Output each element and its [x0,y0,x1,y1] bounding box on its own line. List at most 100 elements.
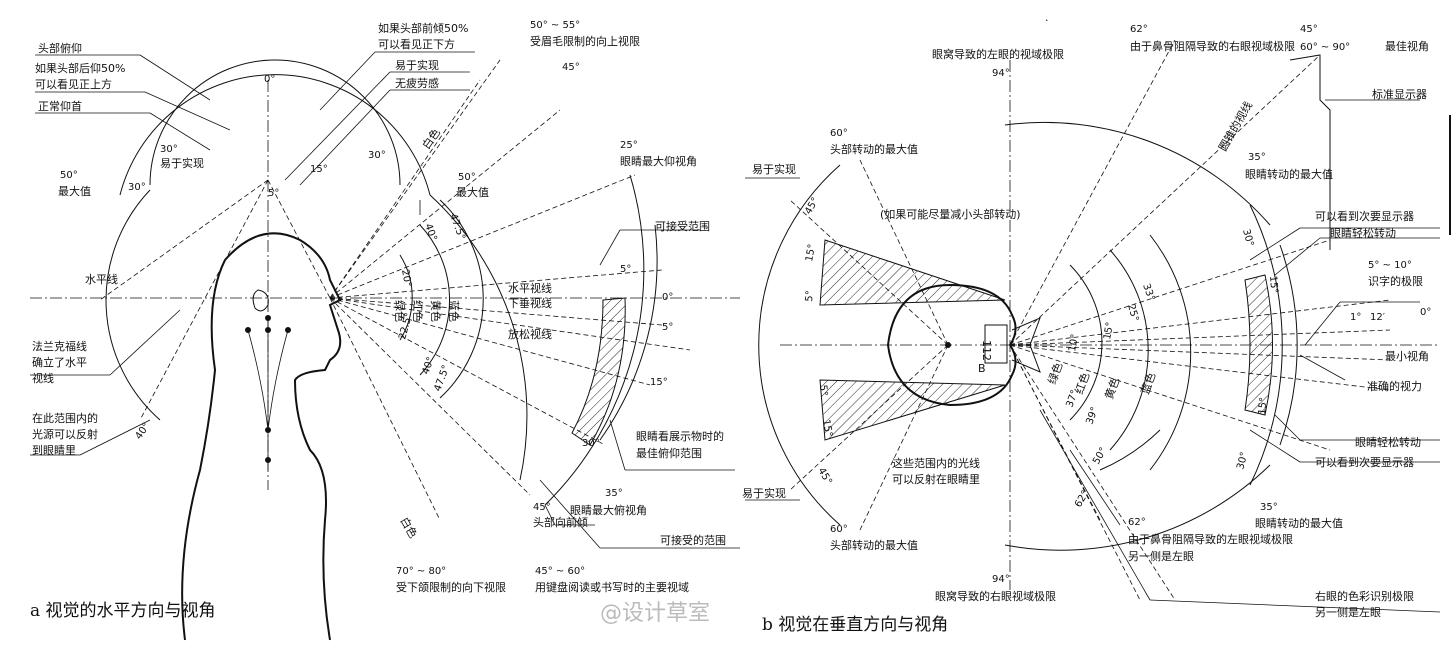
label-c40: 40° [422,222,438,242]
r-deg1: 1° [1350,312,1361,323]
label-keyboard-angle: 45° ~ 60° [535,566,585,577]
label-frankfurt-3: 视线 [32,371,54,385]
r-deg94-b: 94° [992,574,1010,585]
label-acceptable: 可接受范围 [655,219,710,233]
r-eye-easy-top: 眼睛轻松转动 [1330,226,1396,240]
acceptable-range-hatch [571,297,626,446]
label-head-fwd-2: 可以看见正下方 [378,37,455,51]
label-deg30-r: 30° [368,150,386,161]
horizontal-view-diagram: 头部俯仰 如果头部后仰50% 可以看见正上方 正常仰首 50° 最大值 30° … [30,20,740,641]
label-head-tilt: 头部俯仰 [38,41,82,55]
r-c62: 62° [1073,489,1091,510]
r-c45b: 45° [815,466,833,487]
r-c15t: 15° [804,243,818,262]
r-c15rb: 15° [1257,397,1270,416]
label-horizontal-sight: 水平视线 [508,281,552,295]
r-min-angle: 最小视角 [1385,349,1429,363]
r-color-arc-3 [1149,234,1192,471]
r-deg60-90: 60° ~ 90° [1300,42,1350,53]
label-best-1: 眼睛看展示物时的 [636,429,724,443]
label-max-value: 最大值 [58,184,91,198]
r-std-display: 标准显示器 [1372,87,1427,101]
label-deg5: 5° [268,188,279,199]
r-deg12: 12′ [1370,312,1386,323]
r-eye-socket-left: 眼窝导致的左眼的视域极限 [932,47,1064,61]
relaxed-sight-line [329,297,691,351]
r-eye-easy-bottom: 眼睛轻松转动 [1355,435,1421,449]
label-down-35: 35° [605,488,623,499]
label-frankfurt-2: 确立了水平 [32,355,87,369]
label-jaw-angle: 70° ~ 80° [396,566,446,577]
r-c39: 39° [1084,406,1100,426]
r-light-2: 可以反射在眼睛里 [892,472,980,486]
r-color-arc-4 [1099,429,1161,471]
r-read-limit: 识字的极限 [1368,274,1423,288]
watermark: @设计草室 [600,601,710,626]
label-deg15: 15° [310,164,328,175]
label-no-fatigue: 无疲劳感 [395,76,439,90]
r-nose-right: 由于鼻骨阻隔导致的右眼视域极限 [1130,39,1295,53]
leader-lines-left [30,51,740,549]
head-tilt-mid-arc [149,59,401,186]
r-secondary-top: 可以看到次要显示器 [1315,209,1414,223]
label-max-value-r: 最大值 [456,185,489,199]
r-c30rb: 30° [1235,451,1250,471]
label-easy-text: 易于实现 [160,156,204,170]
head-tilt-outer-arc [119,74,431,196]
r-light-1: 这些范围内的光线 [892,456,980,470]
label-easy-30: 30° [160,144,178,155]
label-head-back-2: 可以看见正上方 [35,77,112,91]
r-c45t: 45° [803,196,821,217]
r-color-arc-1 [1069,264,1103,421]
r-c33: 33° [1140,282,1156,302]
label-horizontal-line: 水平线 [85,272,118,286]
label-c20: 20° [399,269,413,288]
label-normal-tilt: 正常仰首 [38,99,82,113]
label-up-25-text: 眼睛最大仰视角 [620,154,697,168]
r-head-arc-left [758,164,841,526]
label-reflect-2: 光源可以反射 [32,427,98,441]
r-eye-socket-right: 眼窝导致的右眼视域极限 [935,589,1056,603]
r-display-bracket [1289,54,1331,250]
label-deg40: 40° [133,421,152,442]
r-eye-max-35: 35° [1248,152,1266,163]
label-brow-angle: 50° ~ 55° [530,20,580,31]
label-brow-text: 受眉毛限制的向上视限 [530,34,640,48]
label-down-35-text: 眼睛最大俯视角 [570,503,647,517]
r-accurate: 准确的视力 [1367,379,1422,393]
label-reflect-3: 到眼睛里 [32,444,76,457]
label-relaxed-sight: 放松视线 [508,327,552,341]
label-r-deg30: 30° [582,438,600,449]
label-r-deg5: 5° [662,322,673,333]
r-sight-rays [789,39,1391,601]
color-arc-mid [419,224,450,376]
label-jaw-text: 受下颌限制的向下视限 [396,580,506,594]
r-dim-box [984,324,1008,364]
label-green: 绿色 [393,300,407,322]
r-best-view: 最佳视角 [1385,39,1429,53]
r-dimB: B [978,362,986,375]
head-tilt-left-arc [105,189,161,421]
r-eye-arc-1 [1249,204,1283,486]
r-nose [1011,317,1041,373]
label-max-50-r: 50° [458,172,476,183]
r-color-limit-1: 右眼的色彩识别极限 [1315,589,1414,603]
label-c40b: 40° [420,356,436,376]
r-eye-arc-2 [1279,244,1298,446]
outer-arc-b [544,174,645,506]
r-deg62-top: 62° [1130,24,1148,35]
ear [252,289,269,312]
vertical-view-diagram: · 眼窝导致的左眼的视域极限 94° 62° 由于鼻骨阻隔导致的右眼视域极限 4… [742,14,1451,635]
caption-left: a 视觉的水平方向与视角 [30,601,216,621]
r-other-left: 另一侧是左眼 [1128,550,1194,563]
label-blue: 蓝色 [447,300,461,322]
r-deg45: 45° [1300,24,1318,35]
r-easy-bottom: 易于实现 [742,486,786,500]
label-deg45: 45° [562,62,580,73]
r-blue: 蓝色 [1138,371,1159,396]
r-c30r: 30° [1240,228,1255,248]
r-cone: 圆锥的视线 [1215,99,1255,154]
head-outline [181,232,342,641]
label-max-50: 50° [60,170,78,181]
